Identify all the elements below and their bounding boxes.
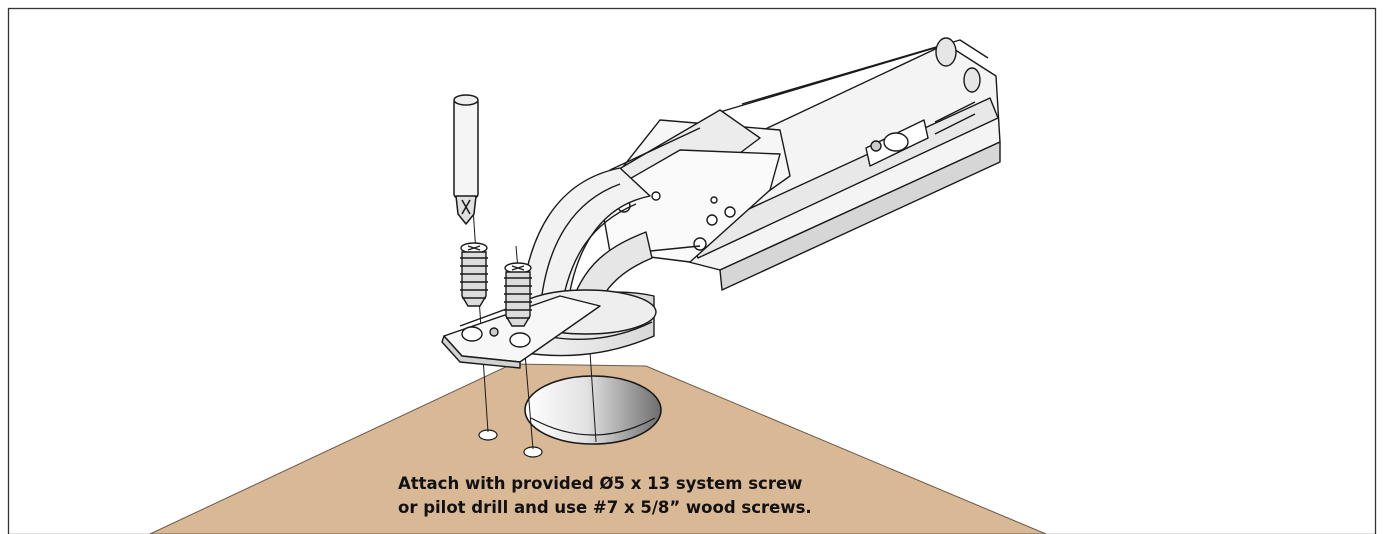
hinge-cup xyxy=(441,167,657,369)
screw-icon xyxy=(460,242,488,307)
hinge-illustration xyxy=(599,37,1001,291)
screw-icon xyxy=(504,262,532,327)
assembly-instruction-text: Attach with provided Ø5 x 13 system scre… xyxy=(398,472,812,520)
instruction-line-1: Attach with provided Ø5 x 13 system scre… xyxy=(398,474,803,493)
cup-hole xyxy=(524,375,662,445)
instruction-line-2: or pilot drill and use #7 x 5/8” wood sc… xyxy=(398,498,812,517)
cabinet-door-panel xyxy=(149,363,1047,534)
screwdriver-icon xyxy=(453,94,479,225)
